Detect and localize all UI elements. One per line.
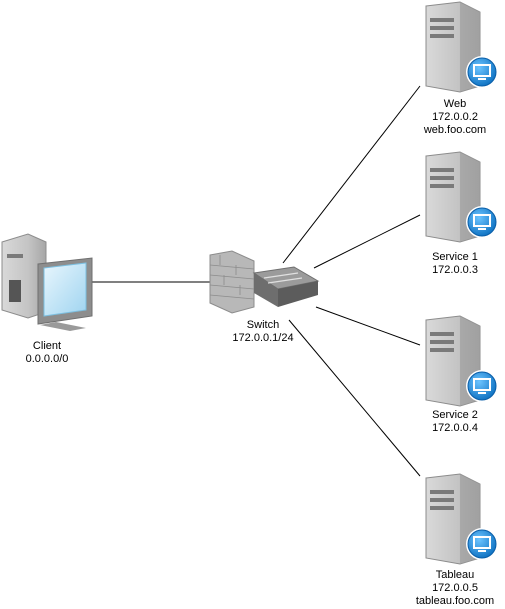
links [92, 85, 421, 477]
server-tower-icon[interactable] [425, 151, 499, 243]
server-ip: 172.0.0.5 [432, 582, 478, 594]
client-label: Client 0.0.0.0/0 [26, 340, 69, 366]
server-label-tableau: Tableau 172.0.0.5 tableau.foo.com [416, 569, 494, 608]
server-host: tableau.foo.com [415, 595, 495, 607]
link-switch-service2 [315, 306, 421, 346]
desktop-computer-icon[interactable] [1, 233, 93, 331]
server-name: Tableau [435, 569, 475, 581]
switch-ip: 172.0.0.1/24 [232, 332, 294, 344]
switch-name: Switch [246, 319, 280, 331]
server-label-web: Web 172.0.0.2 web.foo.com [424, 98, 486, 137]
client-name: Client [32, 340, 62, 352]
server-name: Service 1 [432, 251, 478, 263]
server-name: Service 2 [432, 409, 478, 421]
link-switch-service1 [313, 214, 421, 269]
switch-label: Switch 172.0.0.1/24 [232, 319, 293, 345]
server-ip: 172.0.0.4 [432, 422, 478, 434]
server-ip: 172.0.0.3 [432, 264, 478, 276]
server-name: Web [443, 98, 467, 110]
server-label-service1: Service 1 172.0.0.3 [432, 251, 478, 277]
server-tower-icon[interactable] [425, 473, 499, 565]
link-switch-web [282, 85, 421, 264]
server-ip: 172.0.0.2 [432, 111, 478, 123]
server-tower-icon[interactable] [425, 315, 499, 407]
server-host: web.foo.com [423, 124, 487, 136]
server-label-service2: Service 2 172.0.0.4 [432, 409, 478, 435]
firewall-switch-icon[interactable] [209, 250, 320, 314]
link-switch-tableau [288, 319, 421, 477]
client-ip: 0.0.0.0/0 [25, 353, 69, 365]
server-tower-icon[interactable] [425, 1, 499, 93]
